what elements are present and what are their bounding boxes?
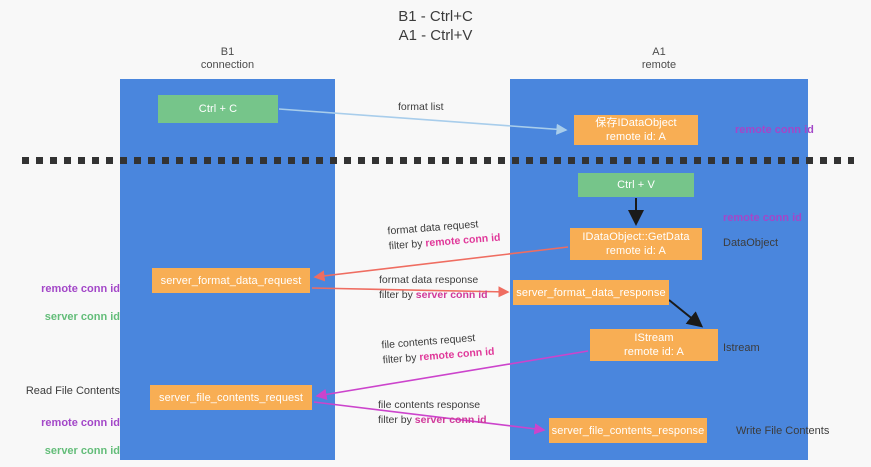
node-istream[interactable]: IStream remote id: A	[590, 329, 718, 361]
lane-header-b1: B1 connection	[200, 46, 255, 71]
side-label-conn-ids-upper: remote conn id server conn id	[10, 268, 120, 338]
side-label-istream: Istream	[723, 342, 760, 354]
edge-label-format-list: format list	[398, 101, 444, 113]
node-ctrl-c[interactable]: Ctrl + C	[158, 95, 278, 123]
edge-label-line-primary: file contents response	[378, 399, 481, 411]
page-title: B1 - Ctrl+C A1 - Ctrl+V	[398, 8, 473, 44]
edge-label-line-primary: format data response	[379, 274, 479, 286]
side-label-read-file-contents: Read File Contents	[25, 385, 120, 397]
side-label-dataobject: DataObject	[723, 237, 779, 249]
edge-label-line-filter: filter by server conn id	[378, 413, 487, 428]
lane-header-a1: A1 remote	[641, 46, 677, 71]
filter-prefix: filter by	[382, 351, 420, 367]
node-server-format-data-response[interactable]: server_format_data_response	[513, 280, 669, 305]
edge-label-format-data-request: format data request filter by remote con…	[387, 216, 501, 255]
node-server-file-contents-request[interactable]: server_file_contents_request	[150, 385, 312, 410]
filter-prefix: filter by	[378, 414, 415, 426]
side-label-remote-conn-id-mid: remote conn id	[723, 212, 802, 224]
edge-label-format-data-response: format data response filter by server co…	[379, 273, 488, 303]
node-save-idataobject[interactable]: 保存IDataObject remote id: A	[574, 115, 698, 145]
side-label-server-conn-id-left-2: server conn id	[44, 445, 120, 457]
phase-divider	[22, 157, 854, 164]
filter-key-server-conn-id: server conn id	[414, 414, 487, 426]
side-label-remote-conn-id-top: remote conn id	[735, 124, 814, 136]
side-label-remote-conn-id-left-2: remote conn id	[41, 417, 120, 429]
filter-key-server-conn-id: server conn id	[415, 289, 488, 301]
node-server-file-contents-response[interactable]: server_file_contents_response	[549, 418, 707, 443]
side-label-write-file-contents: Write File Contents	[736, 425, 830, 437]
edge-label-line-filter: filter by server conn id	[379, 288, 488, 303]
edge-label-file-contents-response: file contents response filter by server …	[378, 398, 487, 428]
side-label-remote-conn-id-left-1: remote conn id	[41, 283, 120, 295]
side-label-server-conn-id-left-1: server conn id	[44, 311, 120, 323]
node-idataobject-getdata[interactable]: IDataObject::GetData remote id: A	[570, 228, 702, 260]
filter-prefix: filter by	[388, 237, 426, 253]
filter-prefix: filter by	[379, 289, 416, 301]
node-server-format-data-request[interactable]: server_format_data_request	[152, 268, 310, 293]
node-ctrl-v[interactable]: Ctrl + V	[578, 173, 694, 197]
side-label-conn-ids-lower: remote conn id server conn id	[10, 402, 120, 467]
edge-label-file-contents-request: file contents request filter by remote c…	[381, 330, 495, 369]
